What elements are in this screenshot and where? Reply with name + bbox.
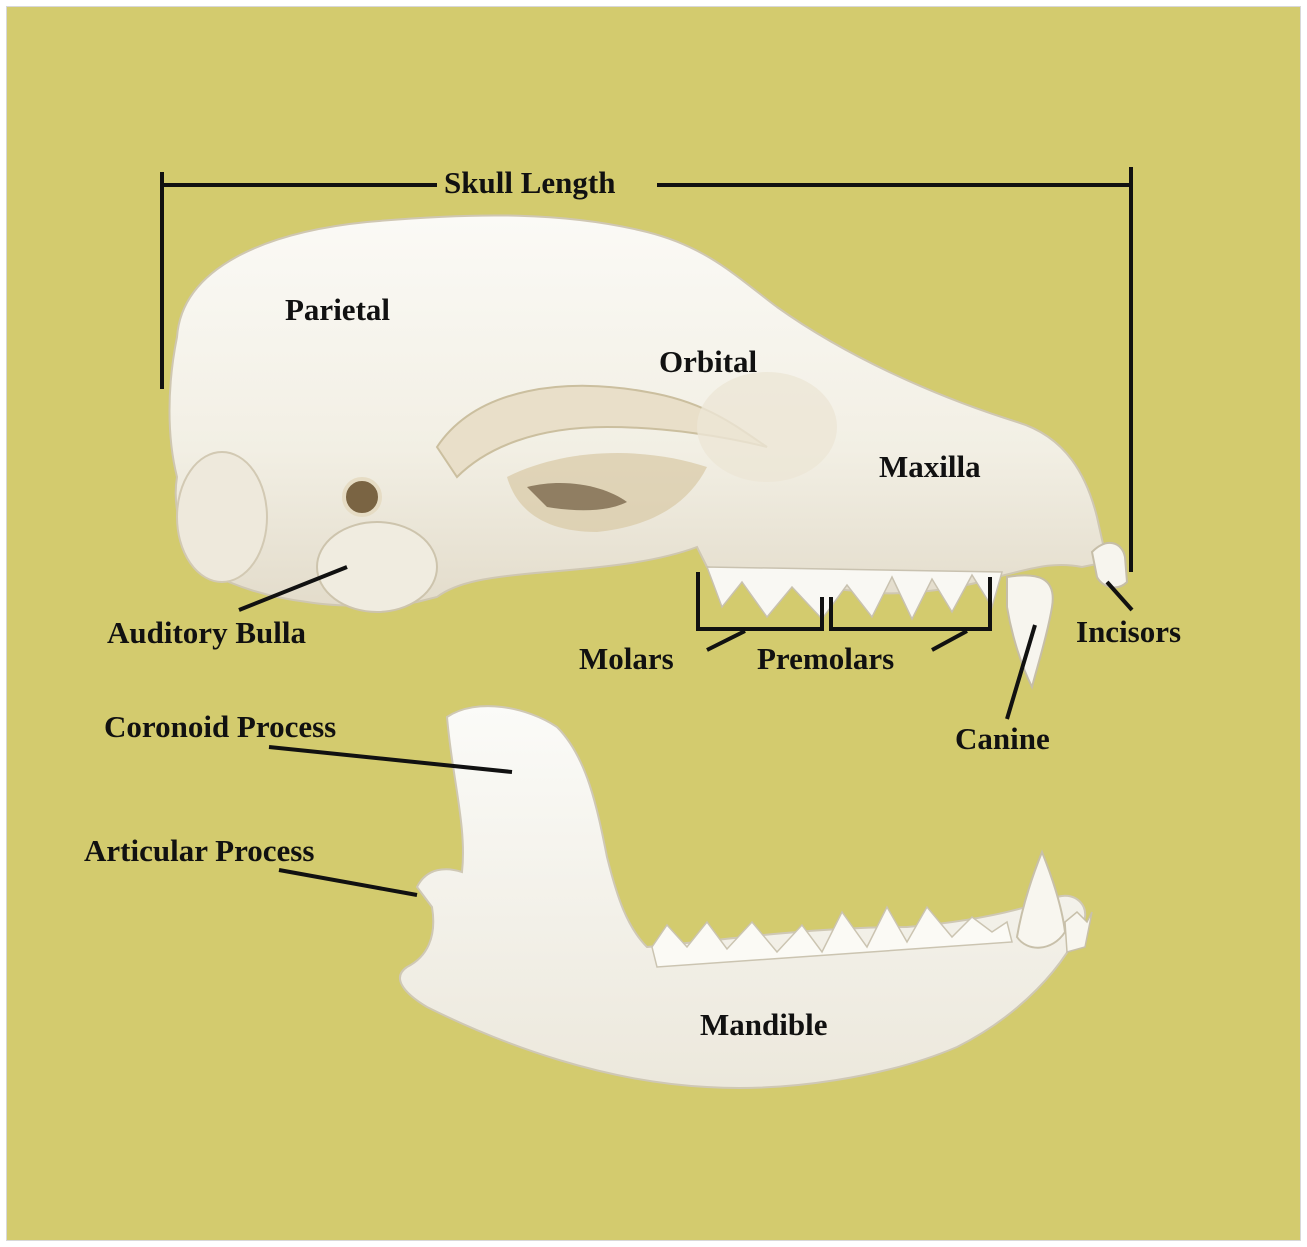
lower-incisors: [1065, 912, 1092, 952]
coronoid-process-label: Coronoid Process: [104, 711, 336, 742]
lower-canine: [1017, 852, 1065, 948]
molars-label: Molars: [579, 643, 674, 674]
ear-canal: [344, 479, 380, 515]
maxilla-label: Maxilla: [879, 451, 981, 482]
diagram-frame: Skull Length Parietal Orbital Maxilla Au…: [6, 6, 1301, 1241]
skull-length-label: Skull Length: [444, 167, 615, 198]
canine-label: Canine: [955, 723, 1050, 754]
upper-incisors: [1092, 543, 1127, 588]
articular-process-label: Articular Process: [84, 835, 314, 866]
upper-canine: [1007, 575, 1053, 687]
parietal-label: Parietal: [285, 294, 390, 325]
upper-cheek-teeth: [707, 567, 1002, 619]
incisors-label: Incisors: [1076, 616, 1181, 647]
articular-pointer: [279, 870, 417, 895]
orbit-recess: [697, 372, 837, 482]
auditory-bulla-label: Auditory Bulla: [107, 617, 306, 648]
mandible-label: Mandible: [700, 1009, 827, 1040]
auditory-bulla-shape: [317, 522, 437, 612]
occipital-condyle: [177, 452, 267, 582]
premolars-label: Premolars: [757, 643, 894, 674]
orbital-label: Orbital: [659, 346, 757, 377]
